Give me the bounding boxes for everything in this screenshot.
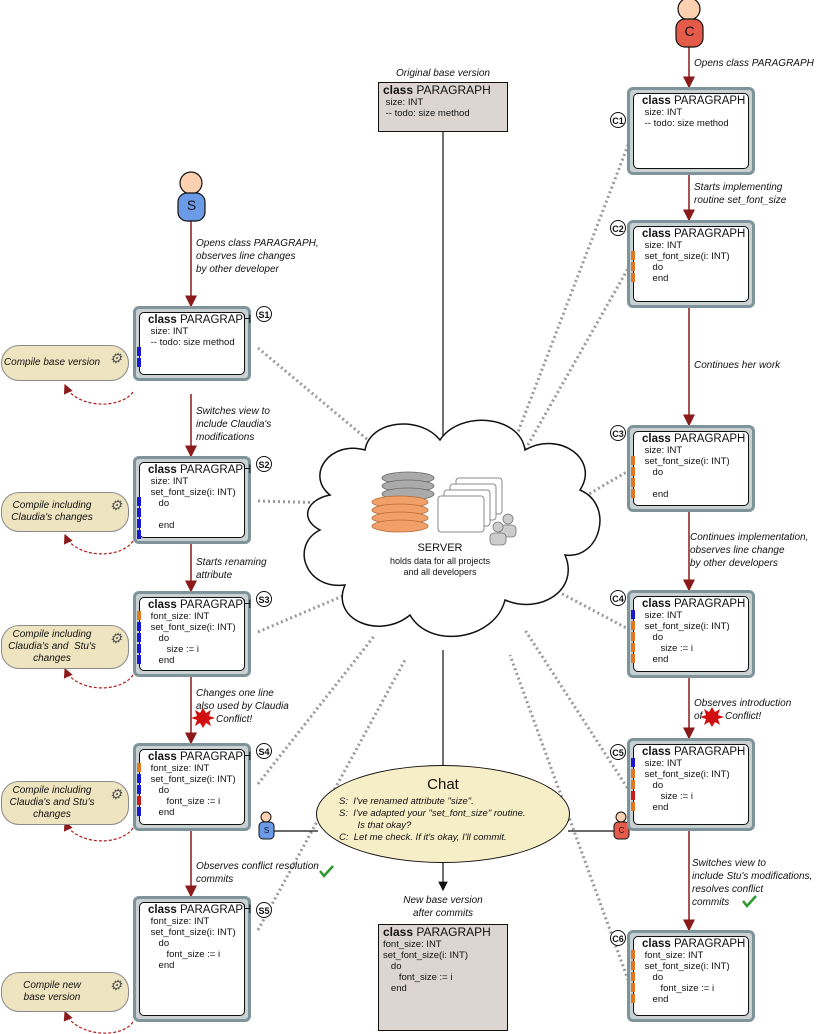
- solid-links: [274, 131, 614, 892]
- s-step-4: Changes one line also used by Claudia: [196, 688, 289, 712]
- person-s-letter: S: [186, 197, 197, 213]
- person-s-small-icon: [258, 811, 275, 840]
- gear-icon: ⚙: [109, 497, 122, 513]
- person-c-small-icon: [613, 811, 630, 840]
- check-icon: [742, 895, 757, 908]
- s3-box: class PARAGRAPH font_size: INT set_font_…: [133, 591, 251, 677]
- person-s-small-letter: S: [263, 826, 270, 835]
- s4-badge: S4: [256, 743, 272, 759]
- s-step-1: Opens class PARAGRAPH, observes line cha…: [196, 238, 319, 275]
- c2-box: class PARAGRAPH size: INT set_font_size(…: [627, 220, 755, 308]
- c-step-5: Observes introduction of: [694, 698, 792, 722]
- c-step-2: Starts implementing routine set_font_siz…: [694, 182, 787, 206]
- server-links: [256, 139, 632, 986]
- s5-badge: S5: [256, 902, 272, 918]
- conflict-star-icon: [191, 707, 724, 728]
- c-step-1: Opens class PARAGRAPH: [694, 58, 814, 69]
- c5-badge: C5: [610, 744, 626, 760]
- c3-badge: C3: [610, 425, 626, 441]
- newbase-box: class PARAGRAPH font_size: INT set_font_…: [378, 924, 508, 1031]
- s1-badge: S1: [256, 306, 272, 322]
- compile-action[interactable]: Compile including Claudia's changes⚙: [1, 492, 129, 532]
- s1-box: class PARAGRAPH size: INT -- todo: size …: [133, 306, 251, 381]
- check-icon: [319, 865, 334, 878]
- project-windows-icon: [437, 477, 503, 533]
- newbase-caption: New base version after commits: [403, 895, 483, 919]
- c-conflict: Conflict!: [725, 711, 762, 722]
- c-step-3: Continues her work: [694, 360, 781, 371]
- person-s-icon: [177, 171, 206, 222]
- chat-messages: S: I've renamed attribute "size". S: I'v…: [339, 796, 526, 843]
- s-step-2: Switches view to include Claudia's modif…: [196, 406, 272, 443]
- compile-action[interactable]: Compile including Claudia's and Stu's ch…: [1, 625, 129, 669]
- gear-icon: ⚙: [109, 630, 122, 646]
- person-c-small-letter: C: [618, 826, 625, 835]
- s2-box: class PARAGRAPH size: INT set_font_size(…: [133, 456, 251, 544]
- compile-action[interactable]: Compile base version⚙: [1, 345, 129, 381]
- developers-icon: [489, 513, 517, 546]
- c3-box: class PARAGRAPH size: INT set_font_size(…: [627, 425, 755, 512]
- s-conflict: Conflict!: [216, 714, 253, 725]
- gear-icon: ⚙: [109, 977, 122, 993]
- original-base-box: class PARAGRAPH size: INT -- todo: size …: [378, 82, 508, 132]
- s5-box: class PARAGRAPH font_size: INT set_font_…: [133, 896, 251, 1022]
- s3-badge: S3: [256, 591, 272, 607]
- c6-box: class PARAGRAPH font_size: INT set_font_…: [627, 930, 755, 1022]
- compile-action[interactable]: Compile new base version⚙: [1, 972, 129, 1012]
- chat-panel: Chat S: I've renamed attribute "size". S…: [316, 765, 570, 863]
- s-step-3: Starts renaming attribute: [196, 557, 267, 581]
- c4-badge: C4: [610, 590, 626, 606]
- c1-badge: C1: [610, 112, 626, 128]
- gear-icon: ⚙: [109, 786, 122, 802]
- s-step-5: Observes conflict resolution commits: [196, 861, 319, 885]
- c6-badge: C6: [610, 930, 626, 946]
- c-step-6: Switches view to include Stu's modificat…: [692, 858, 813, 908]
- c4-box: class PARAGRAPH size: INT set_font_size(…: [627, 590, 755, 678]
- person-c-icon: [675, 0, 704, 48]
- gear-icon: ⚙: [109, 350, 122, 366]
- s4-box: class PARAGRAPH font_size: INT set_font_…: [133, 743, 251, 831]
- s2-badge: S2: [256, 456, 272, 472]
- c1-box: class PARAGRAPH size: INT -- todo: size …: [627, 87, 755, 175]
- c5-box: class PARAGRAPH size: INT set_font_size(…: [627, 738, 755, 831]
- c-step-4: Continues implementation, observes line …: [690, 532, 809, 569]
- server-subtitle: holds data for all projects and all deve…: [389, 556, 491, 577]
- compile-action[interactable]: Compile including Claudia's and Stu's ch…: [1, 781, 129, 825]
- c2-badge: C2: [610, 220, 626, 236]
- chat-title: Chat: [427, 776, 459, 793]
- server-title: SERVER: [417, 542, 463, 554]
- database-icon: [371, 471, 435, 533]
- original-caption: Original base version: [396, 68, 490, 79]
- person-c-letter: C: [684, 23, 695, 39]
